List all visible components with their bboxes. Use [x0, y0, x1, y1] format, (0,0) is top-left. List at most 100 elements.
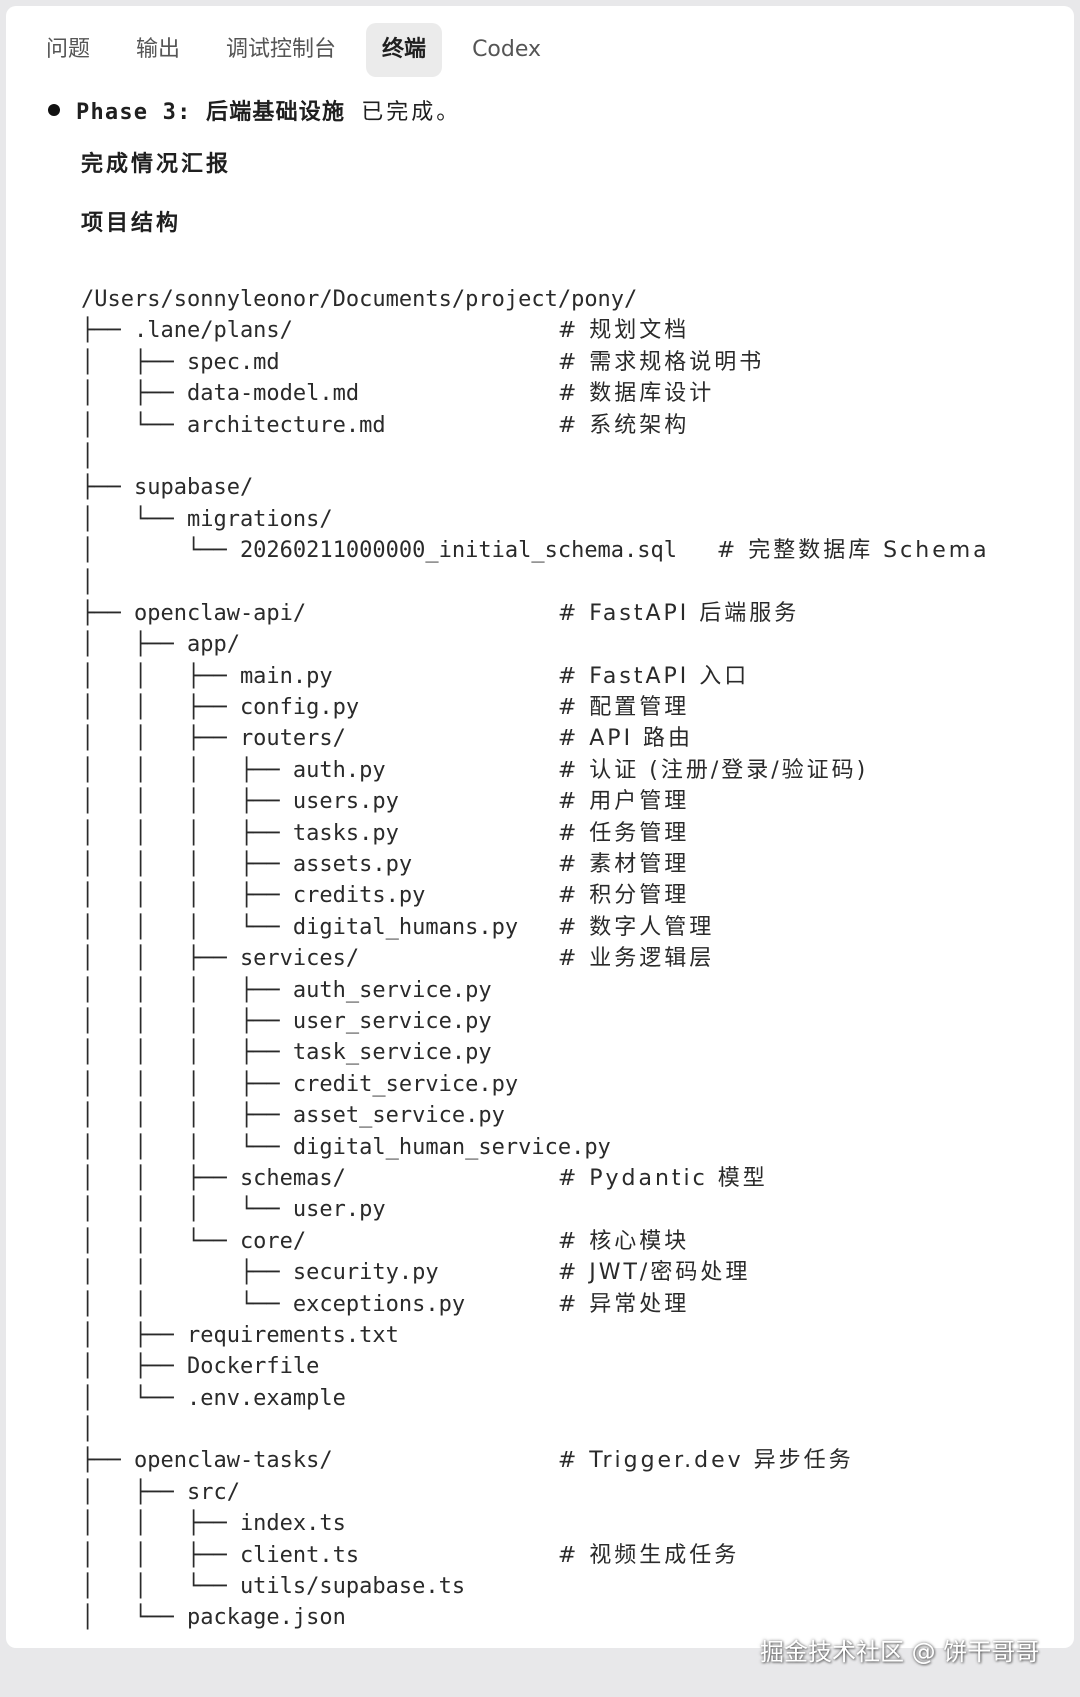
tree-line: │ │ │ ├── credits.py # 积分管理 [81, 880, 990, 911]
tree-path: │ │ │ ├── credits.py [81, 883, 558, 909]
tree-path: │ └── .env.example [81, 1385, 346, 1411]
tree-path: │ │ │ └── digital_humans.py [81, 914, 558, 940]
tree-path: │ ├── app/ [81, 632, 240, 658]
tree-line: │ │ ├── main.py # FastAPI 入口 [81, 661, 990, 692]
tree-line: │ │ │ ├── users.py # 用户管理 [81, 786, 990, 817]
tree-path: │ │ ├── index.ts [81, 1511, 346, 1537]
tree-line: │ │ ├── config.py # 配置管理 [81, 692, 990, 723]
tree-comment: # 任务管理 [557, 820, 690, 846]
tree-path: │ └── 20260211000000_initial_schema.sql [81, 538, 717, 564]
tree-line: │ [81, 441, 990, 472]
tree-comment: # 业务逻辑层 [557, 946, 715, 972]
tree-line: │ [81, 1414, 990, 1445]
tree-path: │ │ ├── security.py [81, 1260, 558, 1286]
tree-comment: # 数据库设计 [557, 381, 715, 407]
tree-comment: # 用户管理 [557, 789, 690, 815]
tree-line: ├── openclaw-tasks/ # Trigger.dev 异步任务 [81, 1445, 990, 1476]
tree-path: │ │ │ ├── assets.py [81, 852, 558, 878]
tree-line: │ │ │ └── digital_humans.py # 数字人管理 [81, 912, 990, 943]
tree-path: │ │ │ └── digital_human_service.py [81, 1134, 611, 1160]
tree-path: │ │ │ ├── credit_service.py [81, 1071, 519, 1097]
phase-name: Phase 3: 后端基础设施 [76, 100, 346, 125]
tree-line: │ │ │ └── user.py [81, 1194, 990, 1225]
tree-comment: # JWT/密码处理 [557, 1260, 751, 1286]
tree-path: /Users/sonnyleonor/Documents/project/pon… [81, 287, 638, 312]
tree-line: │ ├── Dockerfile [81, 1351, 990, 1382]
tree-path: │ [81, 569, 95, 595]
tree-line: │ │ └── utils/supabase.ts [81, 1571, 990, 1602]
tree-path: │ │ │ ├── auth.py [81, 757, 558, 783]
tab-terminal[interactable]: 终端 [366, 23, 443, 77]
tree-line: │ [81, 567, 990, 598]
tree-path: │ ├── requirements.txt [81, 1322, 399, 1348]
tree-line: │ │ │ ├── tasks.py # 任务管理 [81, 818, 990, 849]
terminal-panel: 问题 输出 调试控制台 终端 Codex Phase 3: 后端基础设施 已完成… [6, 6, 1074, 1648]
tree-comment: # 完整数据库 Schema [716, 538, 990, 564]
tree-path: │ ├── data-model.md [81, 381, 558, 407]
tab-debug-console[interactable]: 调试控制台 [226, 37, 337, 62]
tree-comment: # FastAPI 后端服务 [557, 600, 800, 626]
tree-comment: # 系统架构 [557, 412, 690, 438]
tree-comment: # Trigger.dev 异步任务 [557, 1448, 854, 1474]
tree-line: ├── supabase/ [81, 472, 990, 503]
tree-path: │ │ ├── main.py [81, 663, 558, 689]
tree-line: │ ├── src/ [81, 1477, 990, 1508]
tree-path: │ │ └── core/ [81, 1228, 558, 1254]
tree-line: │ └── package.json [81, 1602, 990, 1633]
tree-comment: # 视频生成任务 [557, 1542, 740, 1568]
tree-line: │ │ │ ├── user_service.py [81, 1006, 990, 1037]
tree-path: │ ├── spec.md [81, 349, 558, 375]
tree-line: │ │ ├── routers/ # API 路由 [81, 723, 990, 754]
tree-comment: # 积分管理 [557, 883, 690, 909]
tab-problems[interactable]: 问题 [46, 37, 91, 62]
bullet-dot-icon [48, 104, 60, 116]
tree-comment: # 需求规格说明书 [557, 349, 765, 375]
tree-line: │ └── 20260211000000_initial_schema.sql … [81, 535, 990, 566]
tree-line: │ │ └── core/ # 核心模块 [81, 1226, 990, 1257]
tree-line: │ └── architecture.md # 系统架构 [81, 410, 990, 441]
tree-path: │ [81, 1417, 95, 1443]
tree-line: │ │ │ ├── auth.py # 认证 (注册/登录/验证码) [81, 755, 990, 786]
report-heading: 完成情况汇报 [81, 152, 232, 177]
tree-line: │ │ └── exceptions.py # 异常处理 [81, 1289, 990, 1320]
tree-path: │ │ ├── services/ [81, 946, 558, 972]
tree-comment: # 数字人管理 [557, 914, 715, 940]
tree-path: │ └── migrations/ [81, 506, 333, 532]
tree-path: ├── openclaw-api/ [81, 600, 558, 626]
tree-path: │ │ │ ├── auth_service.py [81, 977, 492, 1003]
tab-codex[interactable]: Codex [472, 37, 542, 62]
tree-comment: # 素材管理 [557, 852, 690, 878]
tree-line: │ ├── app/ [81, 629, 990, 660]
tree-comment: # 异常处理 [557, 1291, 690, 1317]
tree-path: │ ├── src/ [81, 1479, 240, 1505]
tree-line: │ │ │ ├── credit_service.py [81, 1069, 990, 1100]
tree-comment: # 配置管理 [557, 695, 690, 721]
tree-line: │ │ │ ├── task_service.py [81, 1037, 990, 1068]
tree-line: │ │ │ ├── assets.py # 素材管理 [81, 849, 990, 880]
tree-path: │ │ │ ├── user_service.py [81, 1008, 492, 1034]
tree-path: │ │ │ ├── users.py [81, 789, 558, 815]
phase-status-line: Phase 3: 后端基础设施 已完成。 [48, 90, 461, 130]
tree-line: ├── openclaw-api/ # FastAPI 后端服务 [81, 598, 990, 629]
tree-line: ├── .lane/plans/ # 规划文档 [81, 315, 990, 346]
tree-path: │ └── architecture.md [81, 412, 558, 438]
tree-path: │ │ │ ├── tasks.py [81, 820, 558, 846]
watermark: 掘金技术社区 @ 饼干哥哥 [760, 1638, 1040, 1666]
tree-line: │ └── .env.example [81, 1383, 990, 1414]
tree-comment: # API 路由 [557, 726, 694, 752]
structure-heading: 项目结构 [81, 211, 182, 236]
tree-path: ├── .lane/plans/ [81, 318, 558, 344]
tree-path: │ │ ├── routers/ [81, 726, 558, 752]
tree-line: │ ├── data-model.md # 数据库设计 [81, 378, 990, 409]
tree-line: │ │ ├── client.ts # 视频生成任务 [81, 1540, 990, 1571]
tree-comment: # 规划文档 [557, 318, 690, 344]
tree-line: │ │ ├── schemas/ # Pydantic 模型 [81, 1163, 990, 1194]
tab-output[interactable]: 输出 [136, 37, 181, 62]
tree-path: ├── openclaw-tasks/ [81, 1448, 558, 1474]
tree-path: │ │ │ └── user.py [81, 1197, 386, 1223]
tree-path: │ │ ├── schemas/ [81, 1165, 558, 1191]
tree-path: │ └── package.json [81, 1605, 346, 1631]
tree-path: │ │ │ ├── asset_service.py [81, 1103, 505, 1129]
project-tree: /Users/sonnyleonor/Documents/project/pon… [81, 284, 990, 1634]
tree-line: │ └── migrations/ [81, 504, 990, 535]
